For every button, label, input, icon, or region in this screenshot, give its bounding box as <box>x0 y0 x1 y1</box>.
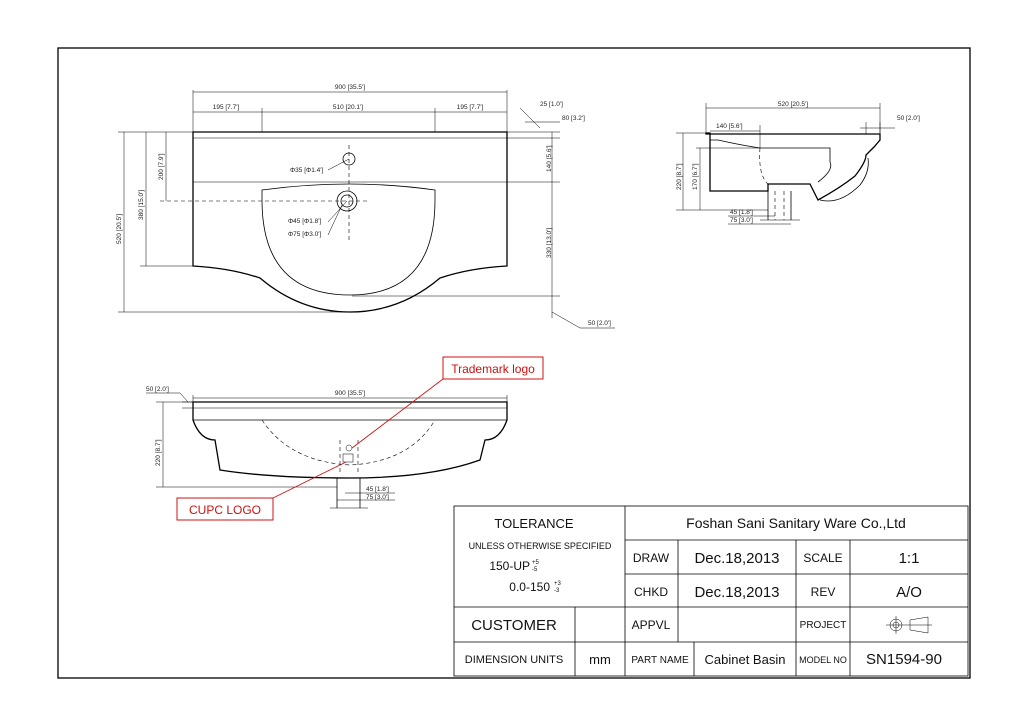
tb-model-label: MODEL NO <box>799 655 847 665</box>
dim-top-left: 195 [7.7'] <box>213 104 240 111</box>
tb-chkd-date: Dec.18,2013 <box>694 584 779 601</box>
dim-side-140: 140 [5.6'] <box>716 123 743 130</box>
dim-h-330: 330 [13.0'] <box>546 228 553 258</box>
tb-model-no: SN1594-90 <box>866 651 942 668</box>
side-view: 520 [20.5'] 140 [5.6'] 50 [2.0'] 220 [8.… <box>676 101 920 225</box>
tb-scale-value: 1:1 <box>899 550 920 567</box>
projection-symbol-icon <box>886 616 932 634</box>
tb-tol2-plus: +3 <box>554 581 562 587</box>
trademark-callout-box <box>442 356 544 380</box>
tb-tol2-minus: -3 <box>554 588 560 594</box>
tb-rev-label: REV <box>811 585 836 599</box>
tb-unless: UNLESS OTHERWISE SPECIFIED <box>469 541 612 551</box>
tb-tol2: 0.0-150 <box>509 580 550 594</box>
dim-top-right: 195 [7.7'] <box>457 104 484 111</box>
dim-front-50: 50 [2.0'] <box>146 386 169 393</box>
tb-dim-units: mm <box>589 652 611 667</box>
dim-side-170: 170 [6.7'] <box>692 163 699 190</box>
dim-h-200: 200 [7.9'] <box>158 153 165 180</box>
tb-tol1-plus: +5 <box>532 560 540 566</box>
dim-side-520: 520 [20.5'] <box>778 101 808 108</box>
dim-bottom-50: 50 [2.0'] <box>588 320 611 327</box>
callouts: Trademark logo CUPC LOGO <box>176 356 544 521</box>
tb-tol1: 150-UP <box>489 559 530 573</box>
tb-tolerance: TOLERANCE <box>494 516 574 531</box>
dim-rim-140: 140 [5.6'] <box>546 145 553 172</box>
tb-draw-label: DRAW <box>633 551 670 565</box>
dim-drain-45: Φ45 [Φ1.8'] <box>288 218 321 225</box>
dim-tap-hole: Φ35 [Φ1.4'] <box>290 167 323 174</box>
tb-customer: CUSTOMER <box>471 617 557 634</box>
tb-part-name: Cabinet Basin <box>705 652 786 667</box>
tb-draw-date: Dec.18,2013 <box>694 550 779 567</box>
dim-top-mid: 510 [20.1'] <box>333 104 363 111</box>
dim-front-900: 900 [35.5'] <box>335 390 365 397</box>
tb-appvl: APPVL <box>632 618 671 632</box>
tb-chkd-label: CHKD <box>634 585 668 599</box>
sheet-border <box>57 47 971 679</box>
title-block: TOLERANCE UNLESS OTHERWISE SPECIFIED 150… <box>453 505 969 677</box>
top-view: 900 [35.5'] 195 [7.7'] 510 [20.1'] 195 [… <box>116 84 615 329</box>
dim-side-75: 75 [3.0'] <box>730 217 753 224</box>
dim-side-220: 220 [8.7'] <box>676 163 683 190</box>
tb-scale-label: SCALE <box>803 551 842 565</box>
cupc-callout-label: CUPC LOGO <box>189 503 261 517</box>
dim-top-overall: 900 [35.5'] <box>335 84 365 91</box>
dim-h-520: 520 [20.5'] <box>116 214 123 244</box>
dim-side-45: 45 [1.8'] <box>730 209 753 216</box>
tb-rev-value: A/O <box>896 584 922 601</box>
dim-drain-75: Φ75 [Φ3.0'] <box>288 231 321 238</box>
cupc-callout-box <box>176 497 274 521</box>
front-view: 900 [35.5'] 50 [2.0'] 220 [8.7'] 45 [1.8… <box>146 386 508 509</box>
tb-project: PROJECT <box>800 620 847 631</box>
dim-front-45: 45 [1.8'] <box>366 486 389 493</box>
tb-part-name-label: PART NAME <box>631 655 689 666</box>
dim-front-75: 75 [3.0'] <box>366 494 389 501</box>
dim-rim-80: 80 [3.2'] <box>562 115 585 122</box>
tb-dim-units-label: DIMENSION UNITS <box>465 654 563 666</box>
tb-tol1-minus: -5 <box>532 567 538 573</box>
dim-front-220: 220 [8.7'] <box>155 439 162 466</box>
trademark-callout-label: Trademark logo <box>451 362 535 376</box>
dim-h-380: 380 [15.0'] <box>138 190 145 220</box>
dim-rim-25: 25 [1.0'] <box>540 101 563 108</box>
dim-side-50: 50 [2.0'] <box>897 115 920 122</box>
tb-company: Foshan Sani Sanitary Ware Co.,Ltd <box>686 515 906 531</box>
